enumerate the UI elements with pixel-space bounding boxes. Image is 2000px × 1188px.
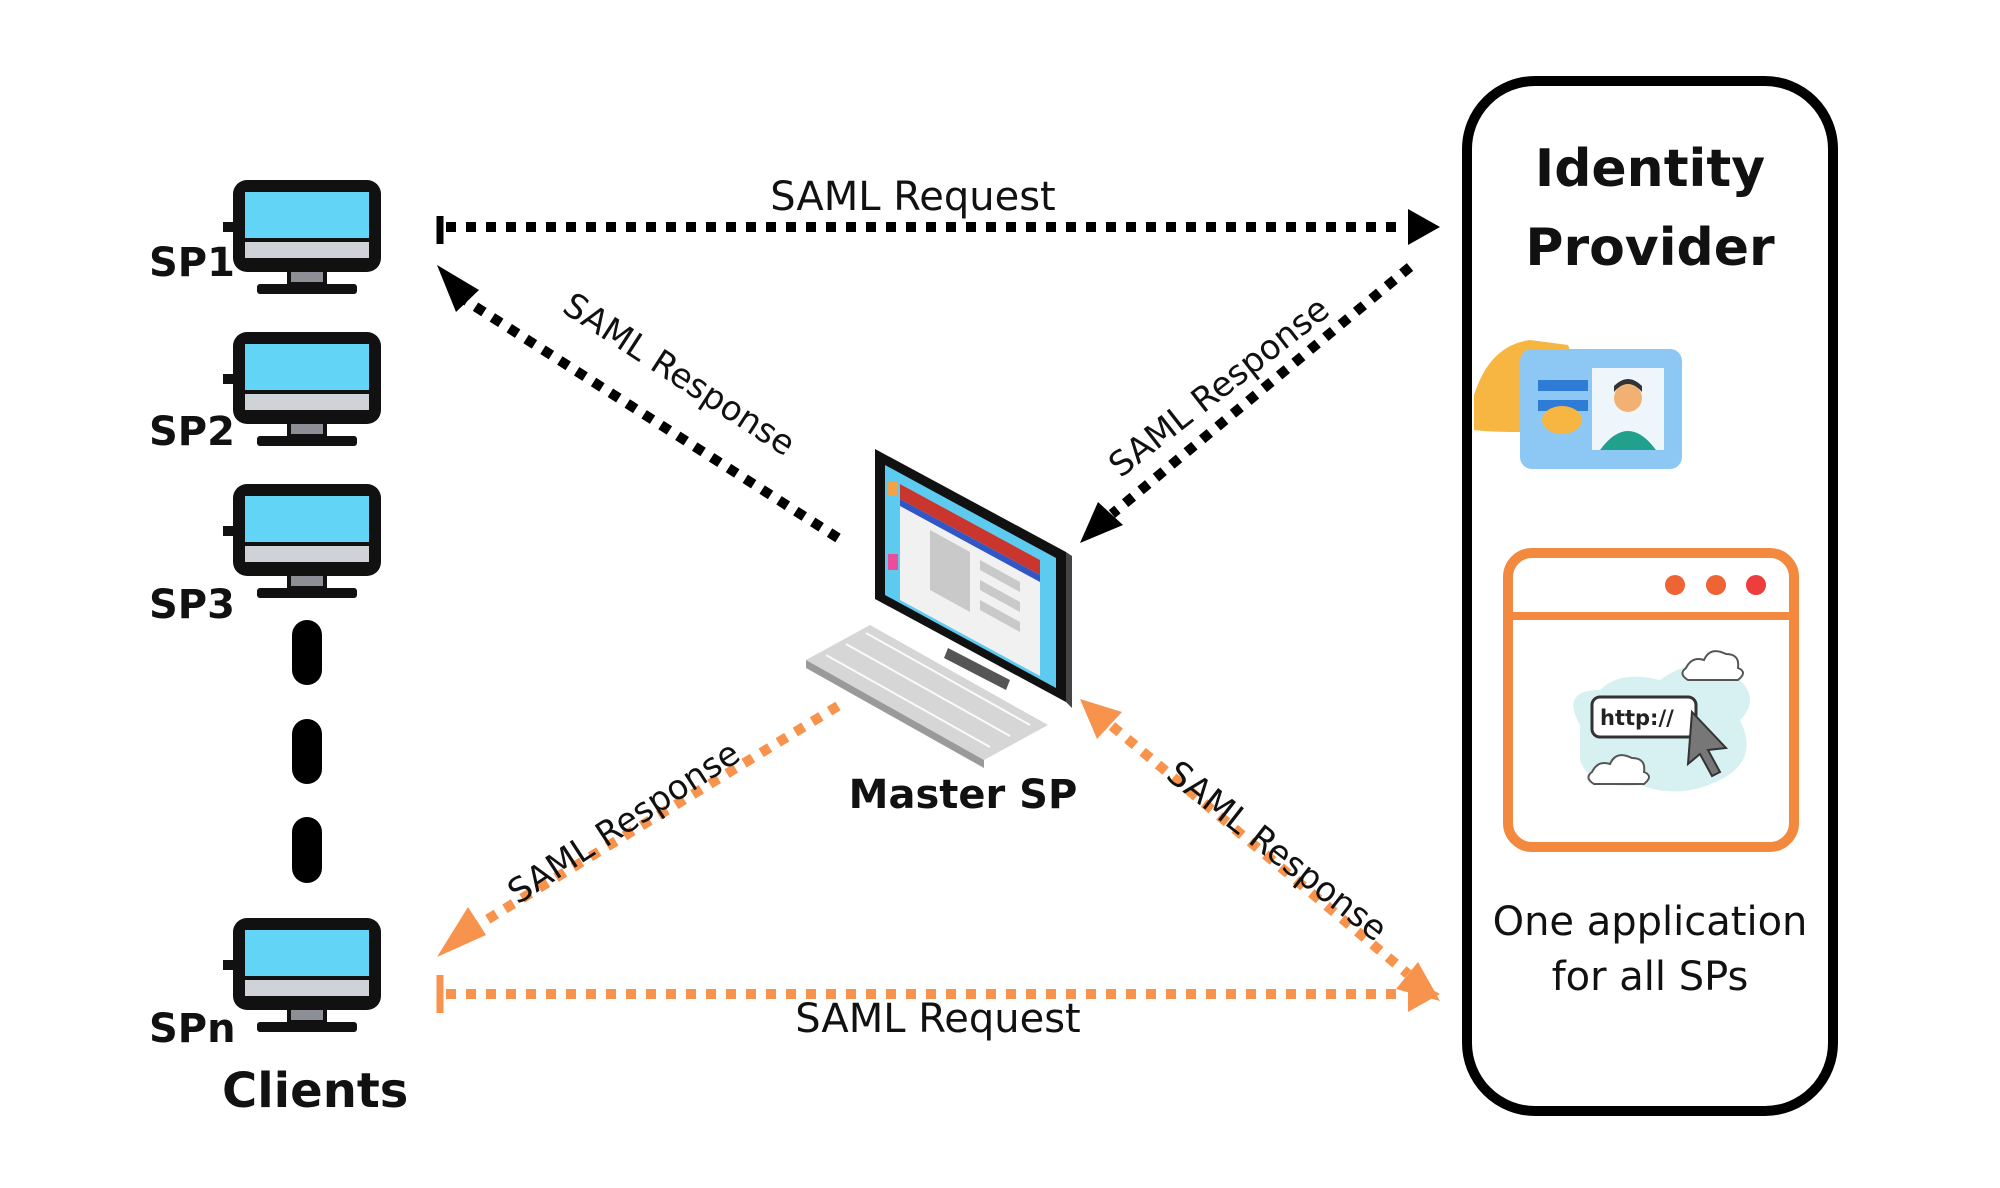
sp2-label: SP2 <box>149 409 235 455</box>
bottom-request-label: SAML Request <box>795 996 1081 1042</box>
top-right-response-arrow <box>1080 263 1414 543</box>
client-spn: SPn <box>149 918 381 1052</box>
monitor-icon <box>223 484 381 598</box>
monitor-icon <box>223 918 381 1032</box>
top-right-response-label: SAML Response <box>1101 289 1337 485</box>
id-card-icon <box>1474 340 1682 469</box>
bottom-request-arrow <box>436 975 1440 1013</box>
client-sp1: SP1 <box>149 180 381 294</box>
top-left-response-arrow <box>437 265 841 543</box>
clients-label: Clients <box>222 1063 408 1119</box>
idp-title-line2: Provider <box>1525 218 1775 278</box>
idp-title-line1: Identity <box>1535 139 1765 199</box>
monitor-icon <box>223 332 381 446</box>
idp-caption-line1: One application <box>1493 899 1808 945</box>
bottom-left-response-label: SAML Response <box>501 733 747 912</box>
master-sp-computer-icon <box>806 449 1072 768</box>
bottom-right-response-label: SAML Response <box>1159 753 1395 949</box>
master-sp-label: Master SP <box>849 772 1078 818</box>
browser-url-text: http:// <box>1600 706 1674 730</box>
spn-label: SPn <box>149 1006 236 1052</box>
browser-window-icon: http:// <box>1503 548 1799 852</box>
client-sp3: SP3 <box>149 484 381 628</box>
idp-caption-line2: for all SPs <box>1552 954 1749 1000</box>
monitor-icon <box>223 180 381 294</box>
bottom-left-response-arrow <box>437 701 841 957</box>
sp3-label: SP3 <box>149 582 235 628</box>
top-request-arrow <box>436 209 1440 245</box>
identity-provider-panel: Identity Provider http:// <box>1462 76 1838 1116</box>
top-request-label: SAML Request <box>770 174 1056 220</box>
sp1-label: SP1 <box>149 240 235 286</box>
client-sp2: SP2 <box>149 332 381 455</box>
